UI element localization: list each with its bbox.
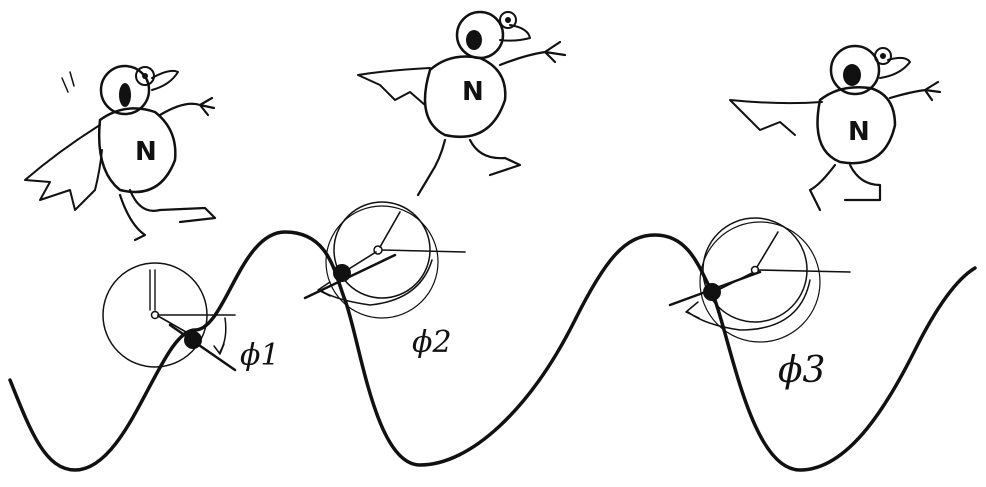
character-body	[98, 107, 177, 194]
jersey-letter: N	[135, 137, 157, 167]
character-beak	[151, 69, 179, 91]
character-body	[816, 86, 897, 165]
phase-point	[333, 264, 351, 282]
phasor-circle-outer	[325, 205, 439, 319]
character-pupil	[505, 17, 511, 23]
character-pupil	[880, 53, 886, 59]
phase-label-1: ϕ1	[240, 338, 280, 373]
character-head	[99, 64, 151, 116]
character-body	[423, 55, 507, 139]
cartoon-character-left: N	[24, 64, 217, 242]
phase-label-2: ϕ2	[412, 325, 452, 360]
character-goggle	[843, 64, 861, 86]
angle-arrowhead	[317, 281, 331, 297]
reference-axis-line	[381, 249, 466, 253]
character-arm-right	[888, 80, 942, 102]
wave-curve	[8, 230, 977, 472]
angle-arrowhead	[685, 301, 700, 319]
phasor-circle-outer	[699, 221, 821, 343]
character-eye	[499, 11, 517, 29]
character-goggle	[466, 30, 482, 50]
phase-marker-3: ϕ3	[668, 217, 851, 391]
character-pupil	[142, 73, 148, 79]
cartoon-character-right: N	[729, 44, 942, 212]
phasor-radius-line	[379, 211, 401, 248]
jersey-letter: N	[462, 77, 484, 107]
character-cape	[357, 67, 431, 106]
reference-axis-line	[757, 269, 851, 273]
cartoon-character-middle: N	[357, 10, 567, 197]
character-beak	[499, 24, 531, 42]
phase-point	[184, 331, 202, 349]
phase-marker-2: ϕ2	[303, 201, 466, 360]
phase-angle-arc	[687, 279, 811, 331]
phase-label-3: ϕ3	[778, 350, 825, 391]
phasor-radius-line	[756, 231, 779, 268]
phase-point	[703, 283, 721, 301]
angle-arrowhead	[213, 343, 225, 355]
phasor-circle	[702, 217, 808, 323]
motion-marks	[61, 71, 75, 93]
character-beak	[879, 56, 911, 79]
character-goggle	[119, 83, 131, 107]
character-cape	[24, 124, 103, 211]
phasor-circle	[333, 201, 431, 299]
tangent-line	[168, 323, 237, 372]
character-arm-right	[158, 96, 216, 117]
phase-marker-1: ϕ1	[102, 262, 280, 373]
character-arm-right	[498, 40, 567, 67]
phase-angle-arc	[319, 259, 433, 306]
character-head	[829, 44, 881, 96]
jersey-letter: N	[848, 117, 870, 147]
character-legs	[416, 138, 522, 197]
character-cape	[729, 99, 823, 136]
character-legs	[118, 188, 217, 242]
character-legs	[808, 163, 882, 212]
character-eye	[874, 47, 892, 65]
